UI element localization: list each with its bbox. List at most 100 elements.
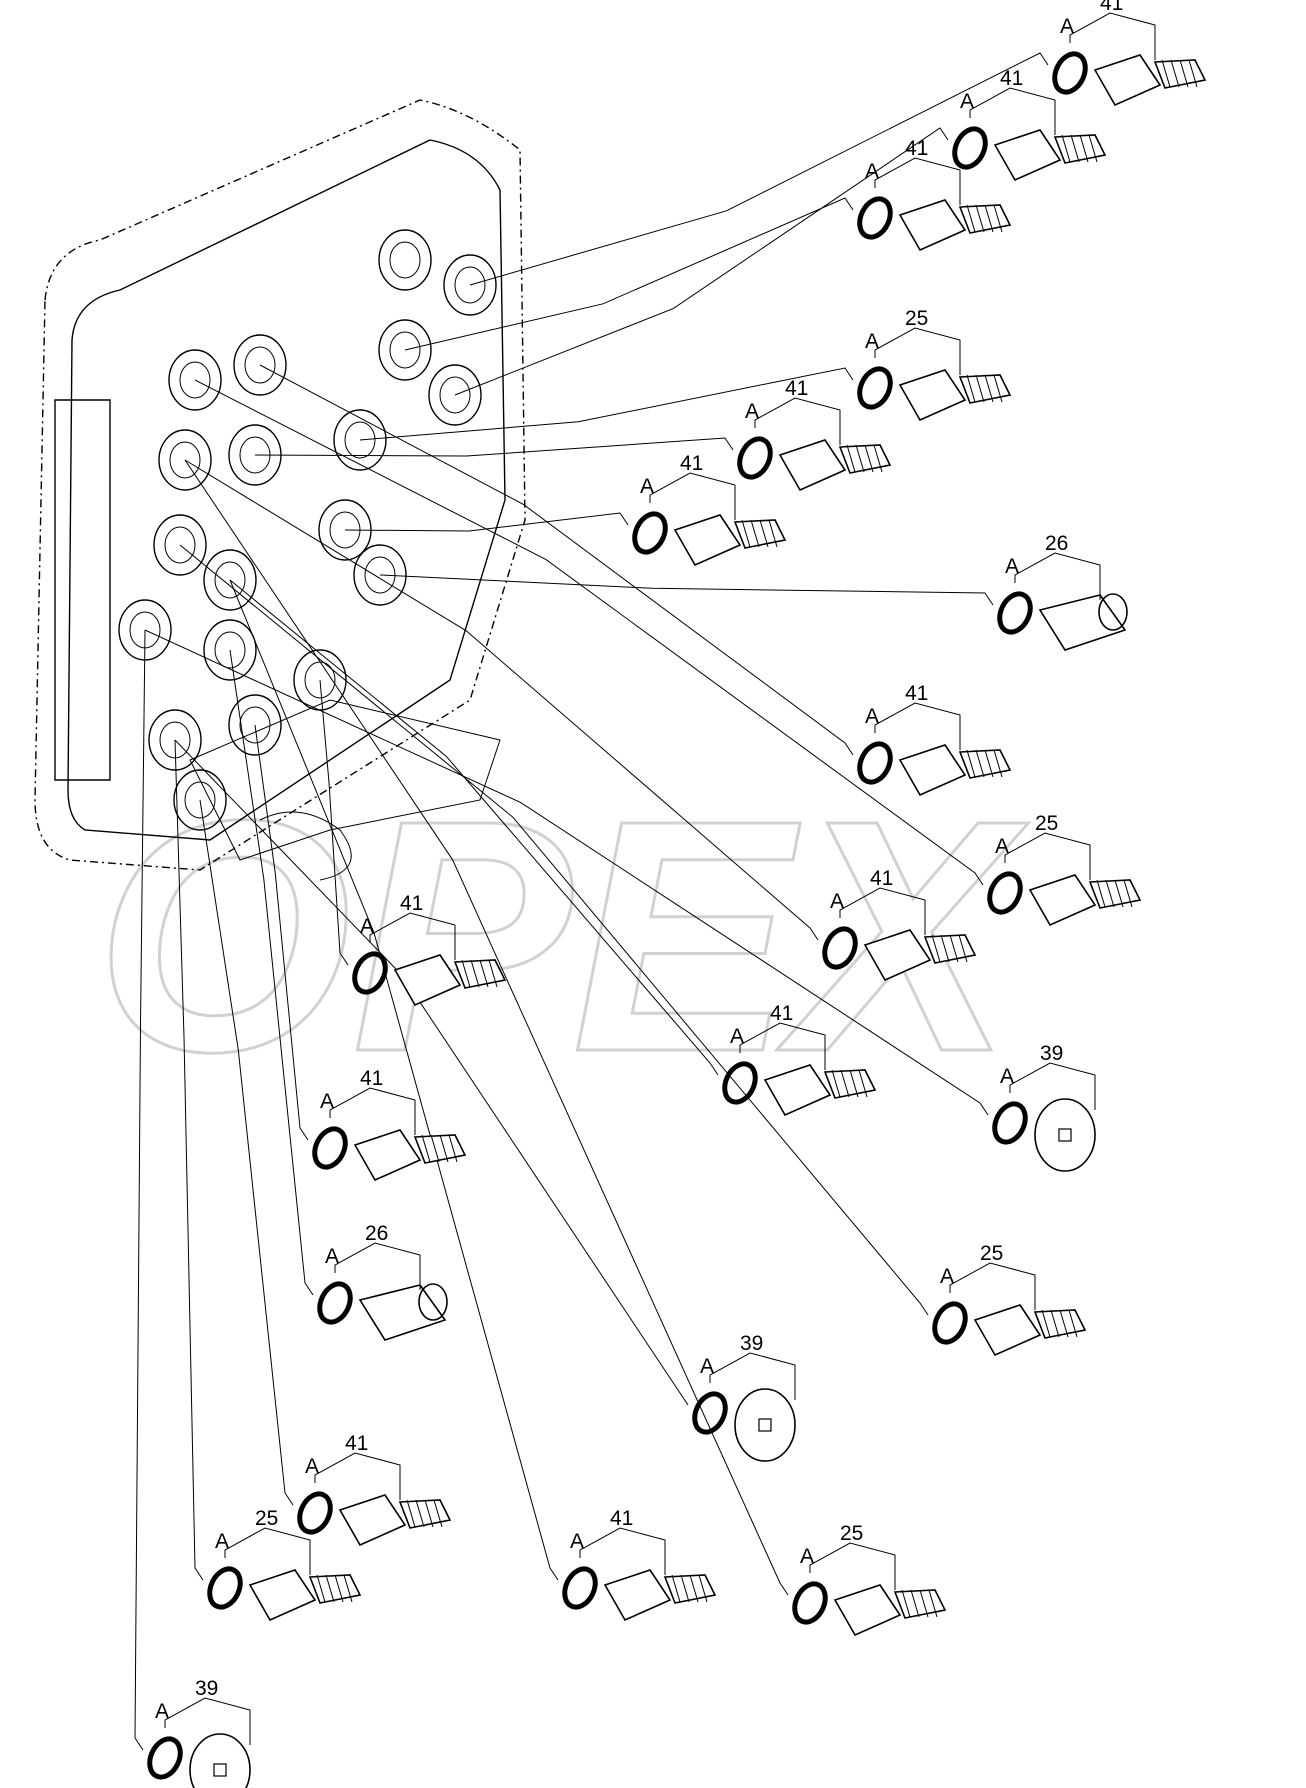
part-number-label: 41 [870, 867, 893, 890]
o-ring-icon [792, 1581, 828, 1625]
leader-line [184, 459, 789, 1596]
thread-end-icon [958, 204, 1012, 234]
leader-line [319, 679, 349, 966]
thread-line [1041, 1309, 1051, 1338]
callout-bracket [1014, 552, 1101, 600]
thread-line [768, 519, 778, 548]
part-callout: A41 [1052, 0, 1207, 107]
callout-bracket [1004, 832, 1091, 880]
thread-line [949, 934, 959, 963]
hex-fitting-icon [248, 1569, 317, 1622]
thread-line [940, 934, 950, 963]
thread-line [421, 1134, 431, 1163]
ring-label: A [305, 1455, 319, 1478]
parts-group: A41A41A41A25A41A41A26A41A25A41A41A39A41A… [147, 0, 1207, 1788]
o-ring-icon [822, 926, 858, 970]
thread-end-icon [308, 1574, 362, 1604]
thread-line [1079, 134, 1089, 163]
thread-line [433, 1499, 443, 1528]
part-number-label: 25 [1035, 812, 1058, 835]
thread-line [741, 519, 751, 548]
hex-fitting-icon [673, 514, 742, 567]
callout-bracket [949, 1262, 1036, 1310]
ring-label: A [215, 1530, 229, 1553]
part-number-label: 41 [785, 377, 808, 400]
callout-bracket [739, 1022, 826, 1070]
leader-line [404, 197, 854, 351]
thread-line [689, 1574, 699, 1603]
callout-bracket [874, 327, 961, 375]
ring-label: A [730, 1025, 744, 1048]
thread-line [671, 1574, 681, 1603]
thread-end-icon [1153, 59, 1207, 89]
leader-line [344, 512, 629, 532]
thread-line [928, 1589, 938, 1618]
part-number-label: 25 [905, 307, 928, 330]
thread-end-icon [823, 1069, 877, 1099]
union-bore-icon [418, 1283, 448, 1321]
hex-fitting-icon [338, 1494, 407, 1547]
hex-fitting-icon [833, 1584, 902, 1637]
callout-bracket [334, 1242, 421, 1290]
thread-end-icon [958, 749, 1012, 779]
thread-line [966, 204, 976, 233]
ring-label: A [640, 475, 654, 498]
thread-line [325, 1574, 335, 1603]
thread-line [1170, 59, 1180, 88]
leader-line [144, 629, 989, 1116]
callout-bracket [969, 87, 1056, 135]
thread-line [855, 444, 865, 473]
o-ring-icon [1052, 51, 1088, 95]
callout-bracket [579, 1527, 666, 1575]
thread-line [1123, 879, 1133, 908]
part-number-label: 41 [905, 682, 928, 705]
ring-label: A [830, 890, 844, 913]
o-ring-icon [632, 511, 668, 555]
part-callout: A25 [987, 812, 1142, 927]
leader-line [259, 364, 854, 756]
thread-line [1096, 879, 1106, 908]
part-number-label: 39 [740, 1332, 763, 1355]
ring-label: A [155, 1700, 169, 1723]
thread-line [993, 374, 1003, 403]
ring-label: A [1005, 555, 1019, 578]
callout-bracket [164, 1697, 251, 1745]
thread-line [966, 749, 976, 778]
ring-label: A [745, 400, 759, 423]
part-number-label: 41 [360, 1067, 383, 1090]
thread-line [470, 959, 480, 988]
callout-bracket [369, 912, 456, 960]
thread-line [846, 444, 856, 473]
part-callout: A39 [147, 1677, 251, 1788]
union-fitting-icon [358, 1284, 447, 1341]
hex-socket-icon [213, 1763, 227, 1777]
thread-end-icon [838, 444, 892, 474]
thread-line [901, 1589, 911, 1618]
ring-label: A [360, 915, 374, 938]
hex-fitting-icon [898, 199, 967, 252]
leader-line [469, 52, 1049, 286]
thread-line [873, 444, 883, 473]
leader-line [134, 629, 146, 1751]
part-number-label: 41 [680, 452, 703, 475]
part-callout: A 41 [632, 452, 787, 567]
callout-bracket [314, 1452, 401, 1500]
o-ring-icon [207, 1566, 243, 1610]
part-number-label: 25 [840, 1522, 863, 1545]
leader-line [174, 739, 204, 1581]
thread-line [750, 519, 760, 548]
watermark-text: OPEX [95, 751, 1029, 1120]
ring-label: A [570, 1530, 584, 1553]
hex-fitting-icon [898, 744, 967, 797]
hex-fitting-icon [863, 929, 932, 982]
o-ring-icon [857, 196, 893, 240]
o-ring-icon [987, 871, 1023, 915]
callout-bracket [754, 397, 841, 445]
thread-line [1114, 879, 1124, 908]
thread-line [1068, 1309, 1078, 1338]
thread-end-icon [1088, 879, 1142, 909]
leader-line [254, 724, 309, 1141]
o-ring-icon [297, 1491, 333, 1535]
o-ring-icon [992, 1101, 1028, 1145]
callout-bracket [874, 157, 961, 205]
